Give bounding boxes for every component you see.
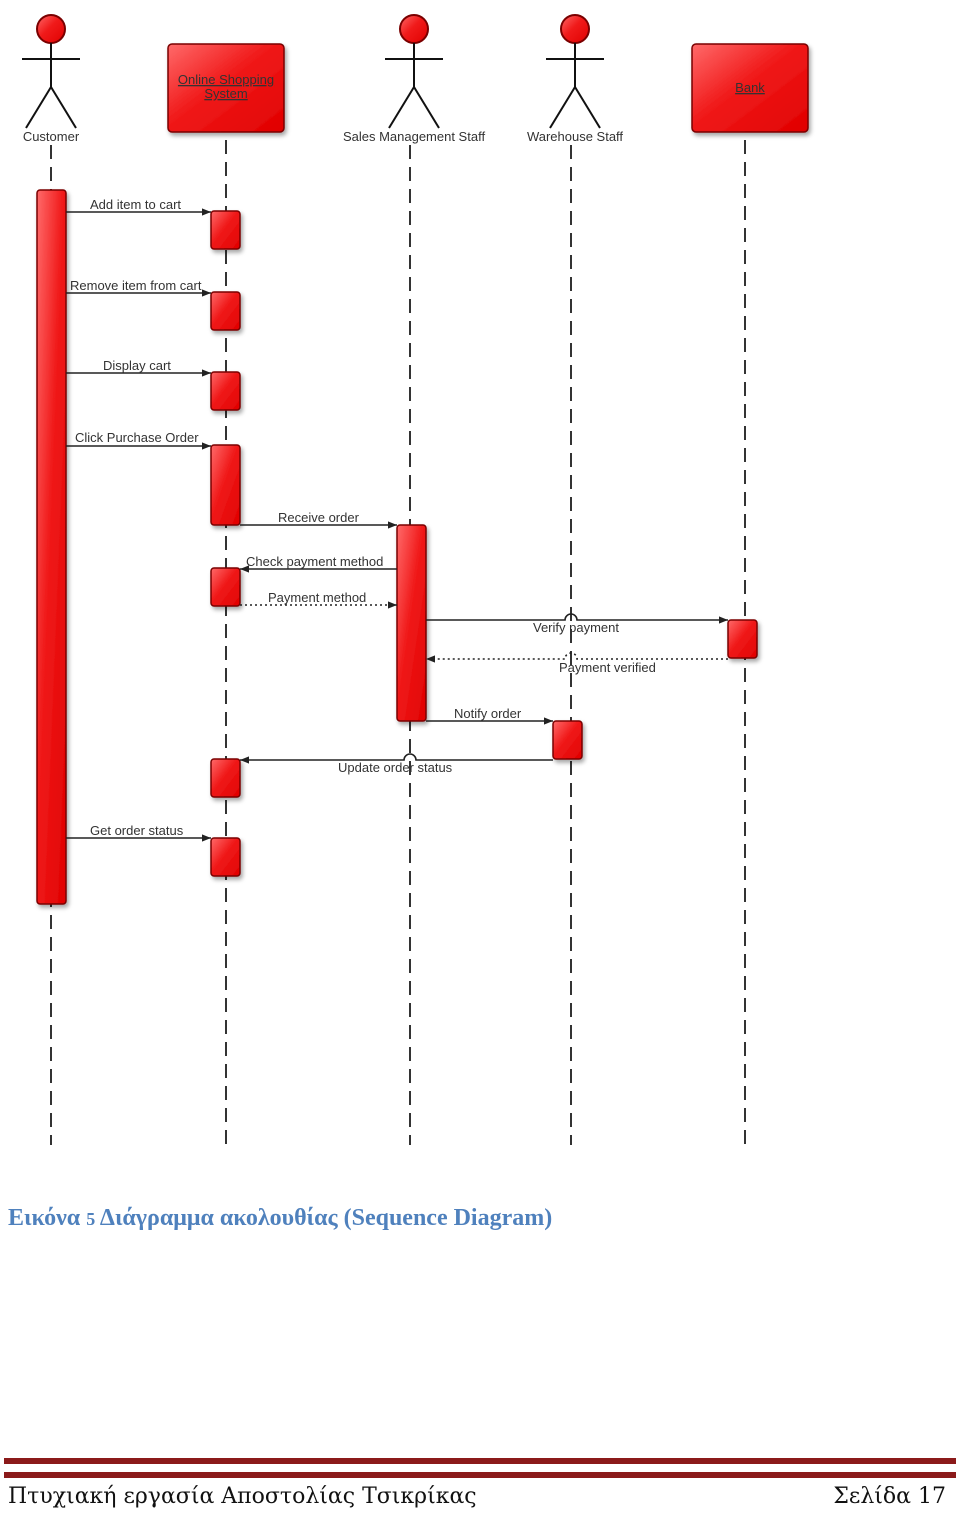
message-arrow-verify-payment xyxy=(426,613,728,624)
caption-number: 5 xyxy=(86,1209,96,1229)
activation-warehouse xyxy=(552,720,583,760)
message-label-verify-payment: Verify payment xyxy=(533,620,619,635)
participant-sales-management-staff: Sales Management Staff xyxy=(343,14,486,144)
activation-sales xyxy=(396,524,427,722)
footer-page-number: Σελίδα 17 xyxy=(833,1484,946,1509)
message-label-receive-order: Receive order xyxy=(278,510,360,525)
participant-label-oss-line2: System xyxy=(204,86,247,101)
activation-oss-7 xyxy=(210,837,241,877)
footer-rule-bottom xyxy=(4,1472,956,1478)
message-label-update-status: Update order status xyxy=(338,760,453,775)
message-label-add-item: Add item to cart xyxy=(90,197,181,212)
participant-label-bank: Bank xyxy=(735,80,765,95)
participant-customer: Customer xyxy=(22,14,80,144)
message-label-remove-item: Remove item from cart xyxy=(70,278,202,293)
activation-oss-3 xyxy=(210,371,241,411)
caption-text: Διάγραμμα ακολουθίας (Sequence Diagram) xyxy=(99,1205,553,1231)
participant-label-oss-line1: Online Shopping xyxy=(178,72,274,87)
object-box xyxy=(691,43,809,133)
activation-oss-1 xyxy=(210,210,241,250)
activation-oss-5 xyxy=(210,567,241,607)
message-label-display-cart: Display cart xyxy=(103,358,171,373)
message-arrow-payment-verified xyxy=(426,652,728,663)
activation-bars xyxy=(36,189,758,905)
footer-thesis-title: Πτυχιακή εργασία Αποστολίας Τσικρίκας xyxy=(8,1484,477,1509)
message-label-get-status: Get order status xyxy=(90,823,184,838)
message-label-payment-verified: Payment verified xyxy=(559,660,656,675)
message-arrow-update-status xyxy=(240,753,553,764)
participant-label-sales: Sales Management Staff xyxy=(343,129,486,144)
message-label-click-purchase: Click Purchase Order xyxy=(75,430,199,445)
message-label-check-payment: Check payment method xyxy=(246,554,383,569)
activation-oss-4 xyxy=(210,444,241,526)
actor-figure-icon xyxy=(385,14,443,129)
caption-prefix: Εικόνα xyxy=(8,1205,81,1231)
actor-figure-icon xyxy=(546,14,604,129)
participant-label-warehouse: Warehouse Staff xyxy=(527,129,623,144)
participant-online-shopping-system: Online Shopping System xyxy=(167,43,285,133)
participant-bank: Bank xyxy=(691,43,809,133)
message-label-notify-order: Notify order xyxy=(454,706,522,721)
participant-warehouse-staff: Warehouse Staff xyxy=(527,14,623,144)
activation-oss-6 xyxy=(210,758,241,798)
activation-customer xyxy=(36,189,67,905)
footer-rule-top xyxy=(4,1458,956,1464)
message-labels: Add item to cart Remove item from cart D… xyxy=(70,197,656,838)
actor-figure-icon xyxy=(22,14,80,129)
message-label-payment-method: Payment method xyxy=(268,590,366,605)
participant-label-customer: Customer xyxy=(23,129,80,144)
activation-oss-2 xyxy=(210,291,241,331)
figure-caption: Εικόνα 5 Διάγραμμα ακολουθίας (Sequence … xyxy=(8,1205,552,1232)
object-box xyxy=(167,43,285,133)
activation-bank xyxy=(727,619,758,659)
messages xyxy=(66,208,728,842)
sequence-diagram: Customer Online Shopping System Sales Ma… xyxy=(22,14,809,1145)
